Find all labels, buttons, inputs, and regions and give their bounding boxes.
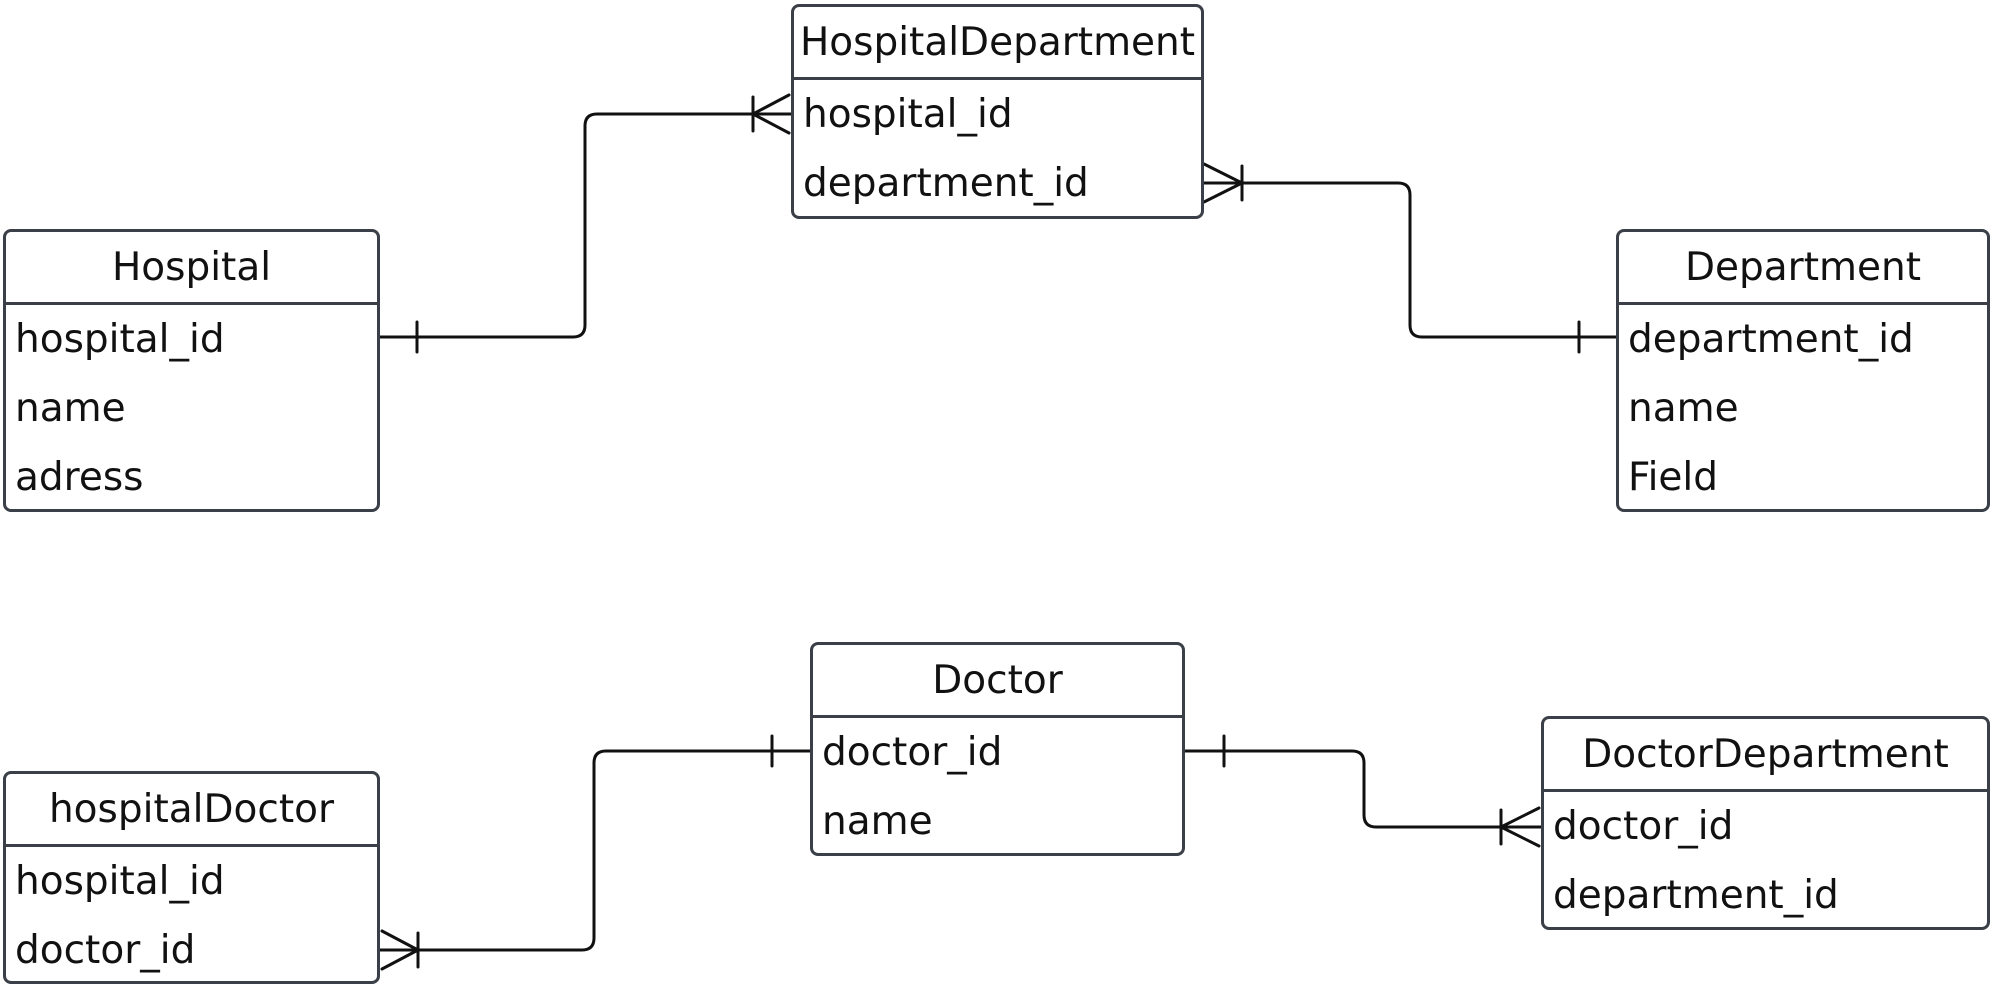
entity-title: Hospital <box>6 232 377 305</box>
connector-line <box>1200 181 1618 339</box>
relationship-department-hospitaldepartment[interactable] <box>1200 162 1618 354</box>
entity-doctor[interactable]: Doctor doctor_id name <box>810 642 1185 856</box>
attribute-adress: adress <box>15 455 144 500</box>
attribute-department-id: department_id <box>1553 873 1839 918</box>
attribute-name: name <box>15 386 126 431</box>
connector-line <box>1183 749 1543 829</box>
attribute-field: Field <box>1628 455 1719 500</box>
crowfoot-marker <box>1499 806 1541 848</box>
attribute-name: name <box>822 799 933 844</box>
entity-title: hospitalDoctor <box>6 774 377 847</box>
attribute-doctor-id: doctor_id <box>15 928 196 973</box>
attribute-hospital-id: hospital_id <box>803 92 1013 137</box>
entity-hospital[interactable]: Hospital hospital_id name adress <box>3 229 380 512</box>
attribute-hospital-id: hospital_id <box>15 317 225 362</box>
attribute-department-id: department_id <box>803 161 1089 206</box>
attribute-name: name <box>1628 386 1739 431</box>
relationship-hospital-hospitaldepartment[interactable] <box>378 93 793 354</box>
entity-doctor-department[interactable]: DoctorDepartment doctor_id department_id <box>1541 716 1990 930</box>
entity-title: DoctorDepartment <box>1544 719 1987 792</box>
relationship-doctor-hospitaldoctor[interactable] <box>378 734 812 971</box>
entity-title: Doctor <box>813 645 1182 718</box>
attribute-department-id: department_id <box>1628 317 1914 362</box>
entity-title: HospitalDepartment <box>794 7 1201 80</box>
attribute-doctor-id: doctor_id <box>1553 804 1734 849</box>
attribute-hospital-id: hospital_id <box>15 859 225 904</box>
connector-line <box>378 749 812 952</box>
crowfoot-marker <box>1202 162 1244 204</box>
crowfoot-marker <box>380 929 420 971</box>
crowfoot-marker <box>751 93 791 135</box>
attribute-doctor-id: doctor_id <box>822 730 1003 775</box>
entity-hospital-department[interactable]: HospitalDepartment hospital_id departmen… <box>791 4 1204 219</box>
connector-line <box>378 112 793 339</box>
entity-hospital-doctor[interactable]: hospitalDoctor hospital_id doctor_id <box>3 771 380 984</box>
entity-title: Department <box>1619 232 1987 305</box>
entity-department[interactable]: Department department_id name Field <box>1616 229 1990 512</box>
relationship-doctor-doctordepartment[interactable] <box>1183 734 1543 848</box>
